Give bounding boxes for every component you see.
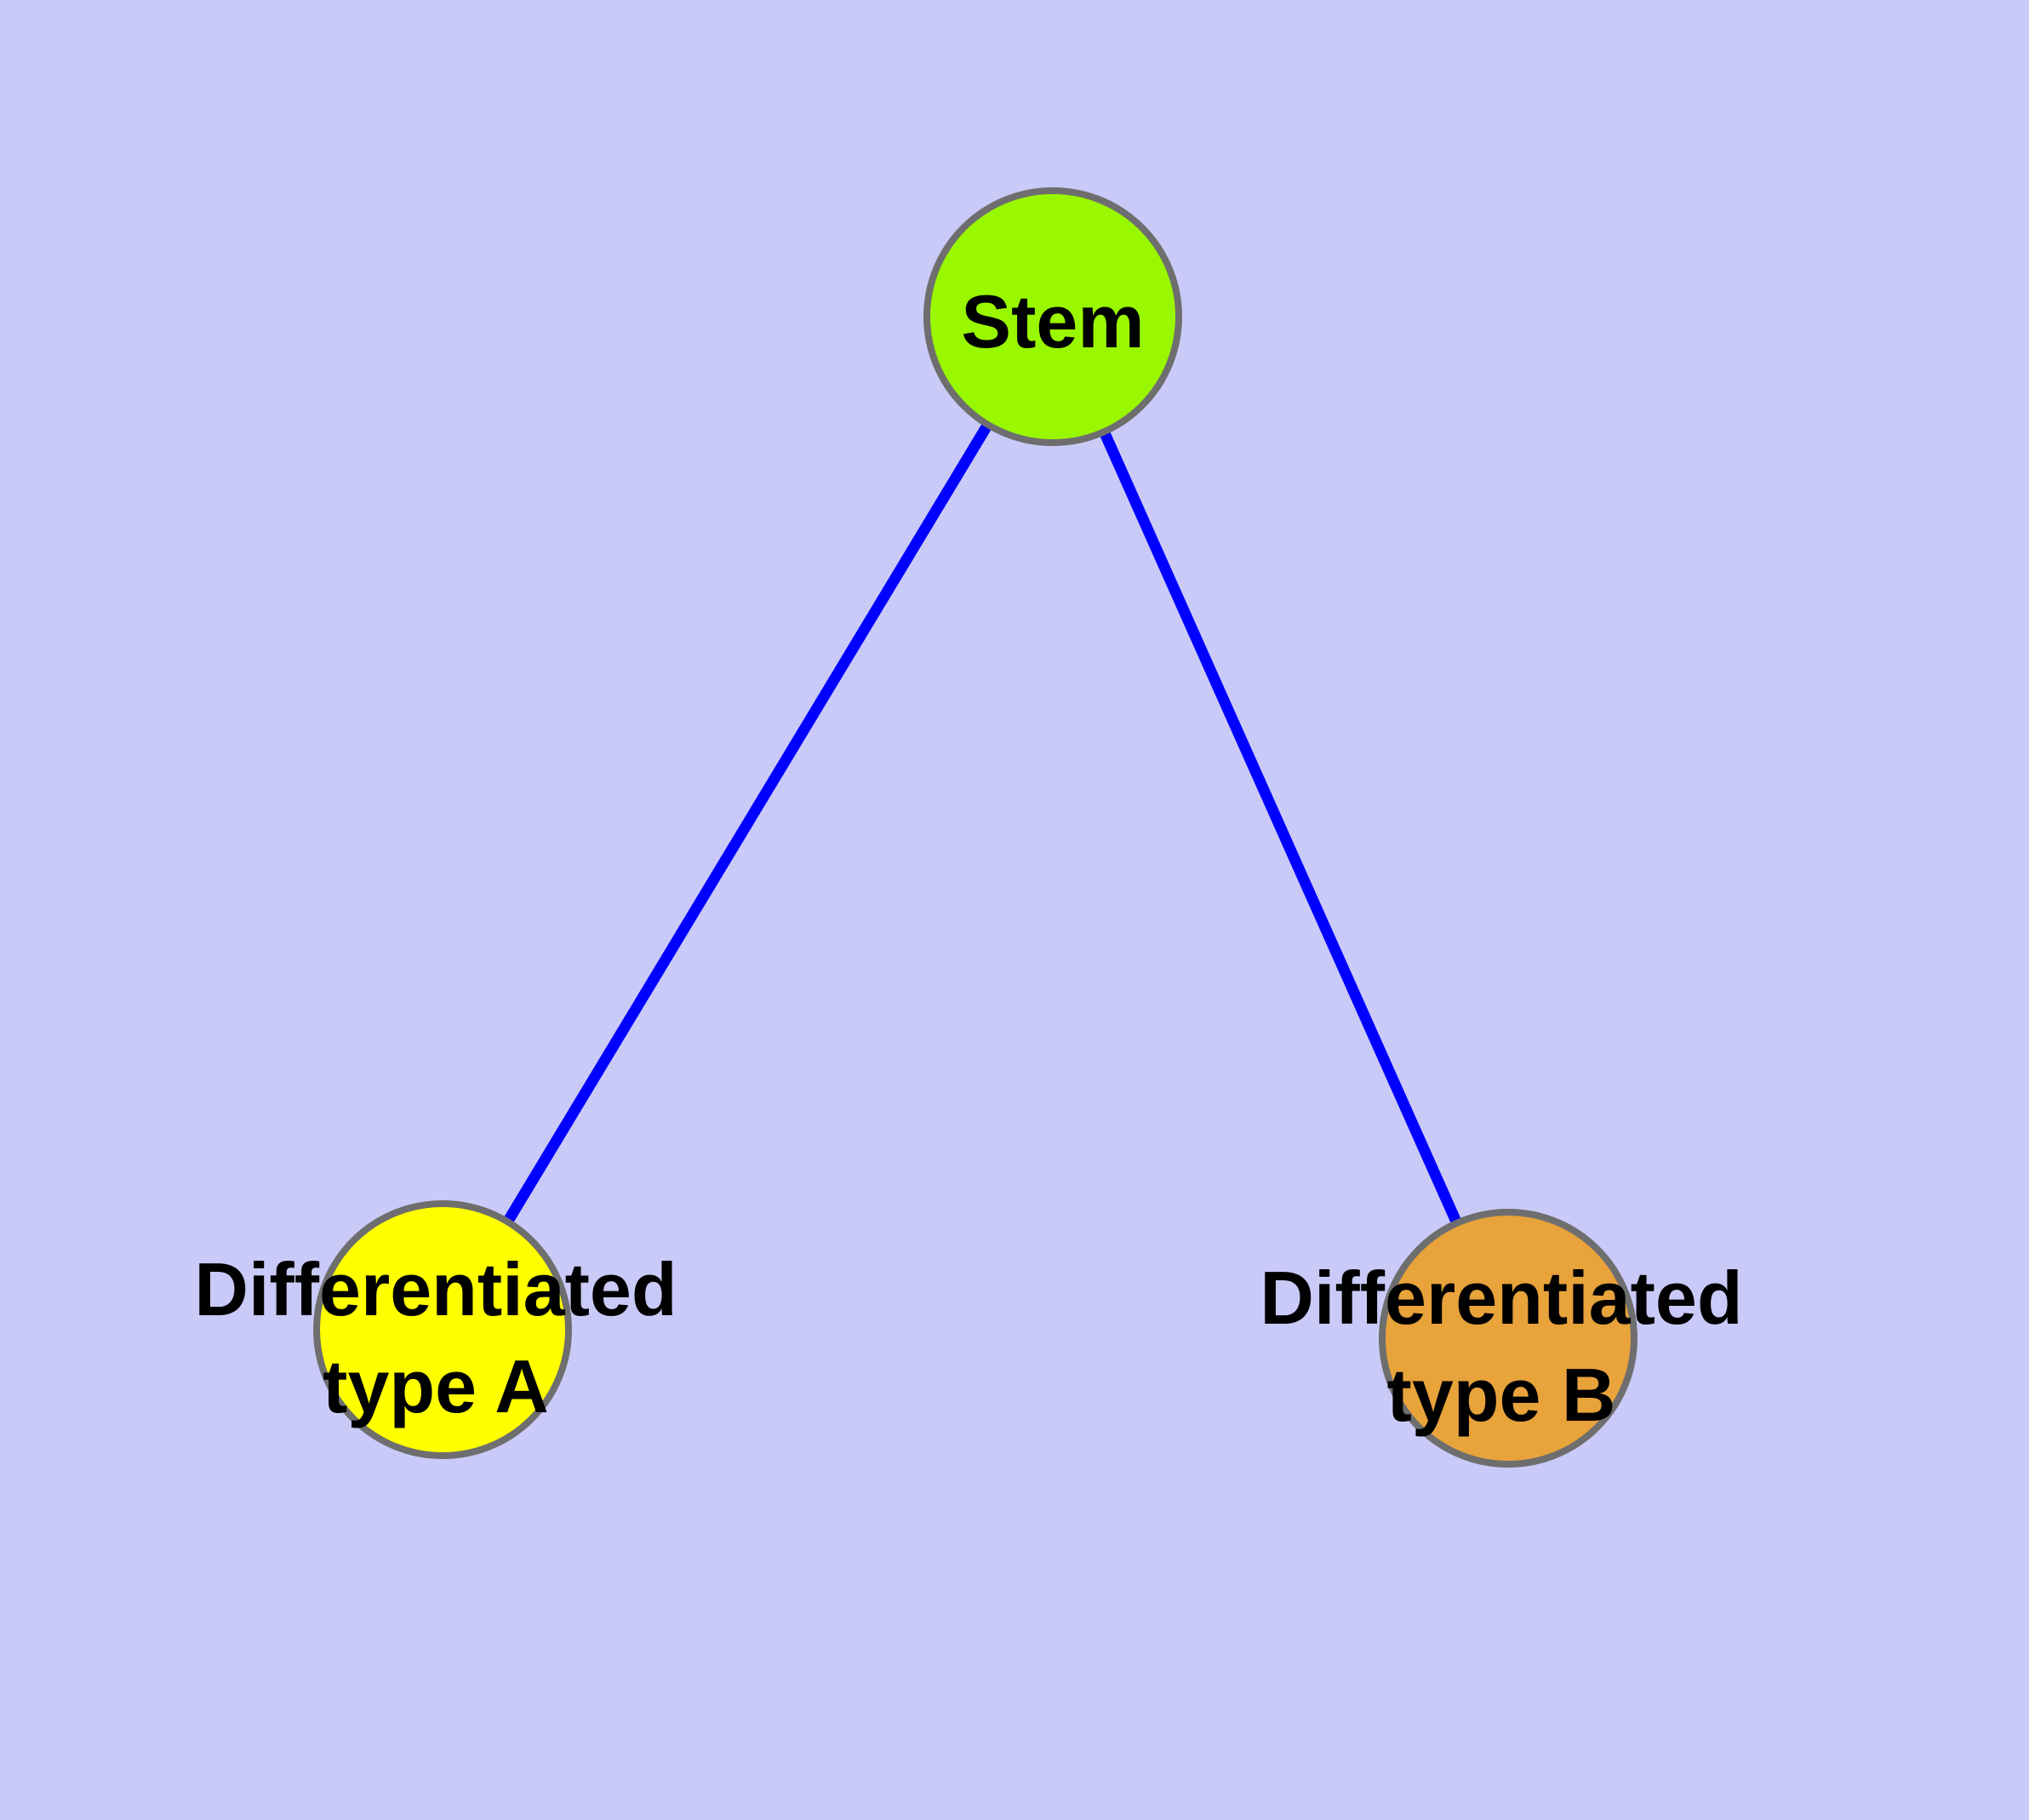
node-type-b-circle xyxy=(1379,1209,1637,1468)
edge-stem-to-type-b xyxy=(1048,314,1513,1341)
node-type-a-circle xyxy=(313,1200,572,1459)
edge-stem-to-type-a xyxy=(437,313,1058,1333)
node-stem-circle xyxy=(923,187,1182,446)
